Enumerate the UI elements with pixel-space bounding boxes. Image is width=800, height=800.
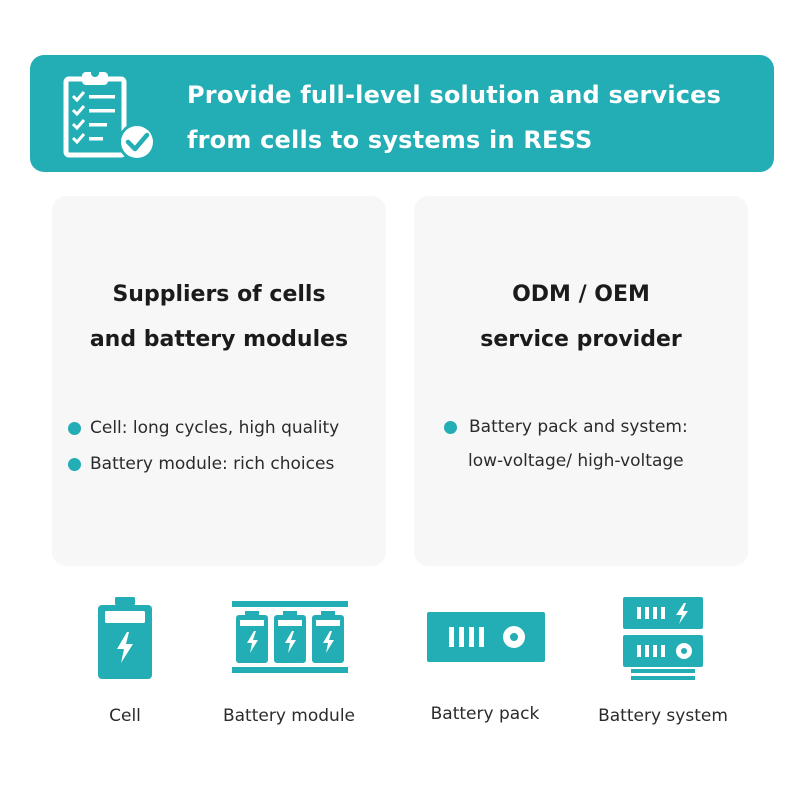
battery-system-icon <box>623 597 703 680</box>
product-label-battery-pack: Battery pack <box>430 704 540 724</box>
list-item: Cell: long cycles, high quality <box>68 410 386 446</box>
card-title-line1: ODM / OEM <box>512 282 650 307</box>
battery-pack-icon <box>427 612 545 662</box>
product-label-battery-system: Battery system <box>598 706 728 726</box>
bullet-text: Cell: long cycles, high quality <box>90 418 340 438</box>
bullet-list: Battery pack and system: low-voltage/ hi… <box>444 410 748 478</box>
banner-title-line1: Provide full-level solution and services <box>187 81 722 109</box>
list-item: Battery module: rich choices <box>68 446 386 482</box>
product-label-cell: Cell <box>109 706 141 726</box>
card-title-line1: Suppliers of cells <box>112 282 326 307</box>
card-suppliers: Suppliers of cells and battery modules C… <box>52 196 386 566</box>
clipboard-check-icon <box>63 69 156 161</box>
bullet-text-line1: Battery pack and system: <box>469 417 688 437</box>
battery-cell-icon <box>98 597 152 679</box>
card-odm-oem: ODM / OEM service provider Battery pack … <box>414 196 748 566</box>
banner-title-line2: from cells to systems in RESS <box>187 126 593 154</box>
list-item: Battery pack and system: low-voltage/ hi… <box>444 410 748 478</box>
product-label-battery-module: Battery module <box>222 706 356 726</box>
bullet-list: Cell: long cycles, high quality Battery … <box>68 410 386 482</box>
card-title-line2: service provider <box>480 327 682 352</box>
header-banner: Provide full-level solution and services… <box>30 55 774 172</box>
card-title-line2: and battery modules <box>89 327 349 352</box>
card-title: Suppliers of cells and battery modules <box>52 272 386 362</box>
banner-title: Provide full-level solution and services… <box>187 73 721 163</box>
bullet-text: Battery module: rich choices <box>90 454 335 474</box>
battery-module-icon <box>232 601 348 673</box>
card-title: ODM / OEM service provider <box>414 272 748 362</box>
bullet-dot-icon <box>444 420 457 434</box>
bullet-text-line2: low-voltage/ high-voltage <box>468 451 684 471</box>
bullet-dot-icon <box>68 457 81 471</box>
bullet-dot-icon <box>68 421 81 435</box>
